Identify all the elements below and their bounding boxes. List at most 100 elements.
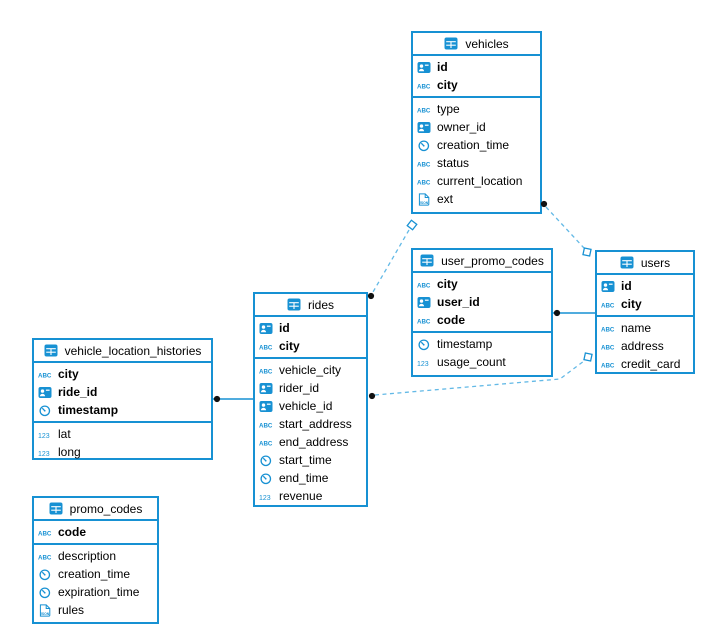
column-row-rider_id[interactable]: rider_id [255,379,366,397]
column-row-timestamp[interactable]: timestamp [34,401,211,419]
text-icon: ABC [38,367,54,381]
column-label: city [58,367,79,381]
text-icon: ABC [259,435,275,449]
columns-section: timestamp 123 usage_count [413,333,551,373]
column-row-vehicle_id[interactable]: vehicle_id [255,397,366,415]
column-row-id[interactable]: id [255,319,366,337]
table-icon [49,502,65,516]
svg-text:123: 123 [38,450,50,457]
column-label: address [621,339,664,353]
column-label: timestamp [437,337,493,351]
column-label: current_location [437,174,523,188]
column-row-owner_id[interactable]: owner_id [413,118,540,136]
time-icon [259,453,275,467]
column-row-timestamp[interactable]: timestamp [413,335,551,353]
column-label: description [58,549,117,563]
time-icon [38,585,54,599]
column-row-city[interactable]: ABC city [597,295,693,313]
relation-endpoint-dot [367,292,375,300]
svg-text:ABC: ABC [417,282,431,289]
svg-text:ABC: ABC [417,179,431,186]
relation-endpoint-square [583,352,593,362]
column-label: long [58,445,81,459]
json-icon: JSON [38,603,54,617]
table-icon [44,344,60,358]
relation-endpoint-dot [368,392,376,400]
table-header[interactable]: promo_codes [34,498,157,521]
column-row-expiration_time[interactable]: expiration_time [34,583,157,601]
column-label: city [279,339,300,353]
table-header[interactable]: vehicles [413,33,540,56]
time-icon [259,471,275,485]
svg-text:ABC: ABC [601,362,615,369]
column-row-long[interactable]: 123 long [34,443,211,461]
text-icon: ABC [601,297,617,311]
column-row-current_location[interactable]: ABC current_location [413,172,540,190]
id-icon [259,381,275,395]
column-row-city[interactable]: ABC city [255,337,366,355]
column-label: expiration_time [58,585,140,599]
time-icon [38,567,54,581]
table-header[interactable]: vehicle_location_histories [34,340,211,363]
svg-text:123: 123 [38,432,50,439]
table-name: rides [307,297,334,312]
column-row-creation_time[interactable]: creation_time [34,565,157,583]
svg-text:ABC: ABC [417,107,431,114]
column-row-user_id[interactable]: user_id [413,293,551,311]
relation-user-promo-codes-users[interactable] [553,309,595,317]
column-label: timestamp [58,403,119,417]
text-icon: ABC [417,78,433,92]
table-header[interactable]: rides [255,294,366,317]
column-label: name [621,321,652,335]
time-icon [417,337,433,351]
column-label: start_address [279,417,352,431]
column-label: creation_time [58,567,131,581]
column-row-usage_count[interactable]: 123 usage_count [413,353,551,371]
column-label: vehicle_city [279,363,342,377]
number-icon: 123 [417,355,433,369]
column-row-credit_card[interactable]: ABC credit_card [597,355,693,373]
relation-vehicle-location-histories-rides[interactable] [213,395,253,403]
column-label: usage_count [437,355,506,369]
svg-text:ABC: ABC [259,344,273,351]
table-header[interactable]: user_promo_codes [413,250,551,273]
column-row-city[interactable]: ABC city [34,365,211,383]
column-label: credit_card [621,357,681,371]
id-icon [259,321,275,335]
column-label: city [621,297,642,311]
column-row-start_time[interactable]: start_time [255,451,366,469]
column-row-id[interactable]: id [413,58,540,76]
svg-text:123: 123 [417,360,429,367]
column-row-end_time[interactable]: end_time [255,469,366,487]
column-row-ride_id[interactable]: ride_id [34,383,211,401]
column-row-id[interactable]: id [597,277,693,295]
relation-vehicles-rides[interactable] [367,219,418,300]
table-header[interactable]: users [597,252,693,275]
column-row-creation_time[interactable]: creation_time [413,136,540,154]
